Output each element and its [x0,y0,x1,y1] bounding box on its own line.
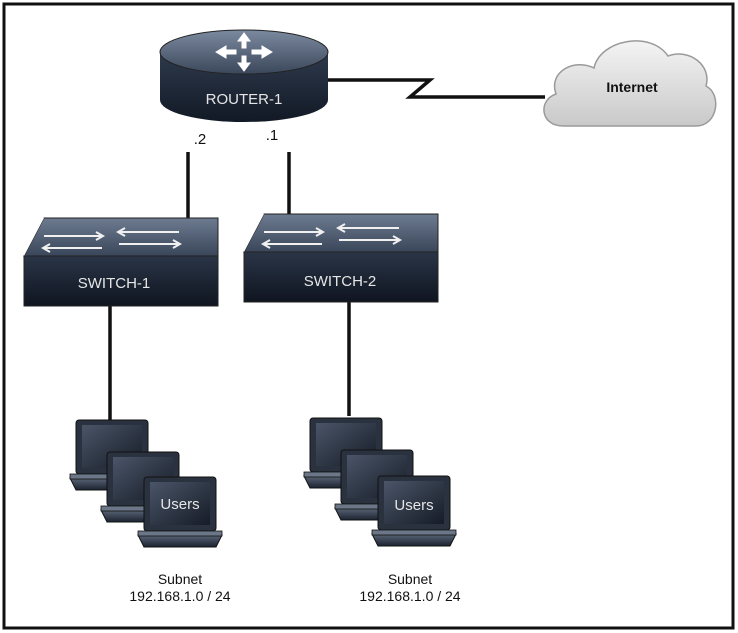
switch-1-label: SWITCH-1 [78,275,151,292]
link-router-internet [328,78,545,99]
switch-1-icon [23,217,219,307]
subnet-address-2: 192.168.1.0 / 24 [359,588,460,604]
cloud-icon [543,40,717,127]
cloud-label: Internet [606,79,658,95]
router-icon [159,29,329,122]
subnet-address-1: 192.168.1.0 / 24 [129,588,230,604]
switch-2-icon [243,213,439,303]
subnet-title-2: Subnet [388,571,432,587]
users-label-1: Users [160,496,199,513]
router-label: ROUTER-1 [206,91,283,108]
users-label-2: Users [394,497,433,514]
interface-label-switch2: .1 [266,127,279,144]
switch-2-label: SWITCH-2 [304,273,377,290]
subnet-title-1: Subnet [158,571,202,587]
interface-label-switch1: .2 [194,131,207,148]
